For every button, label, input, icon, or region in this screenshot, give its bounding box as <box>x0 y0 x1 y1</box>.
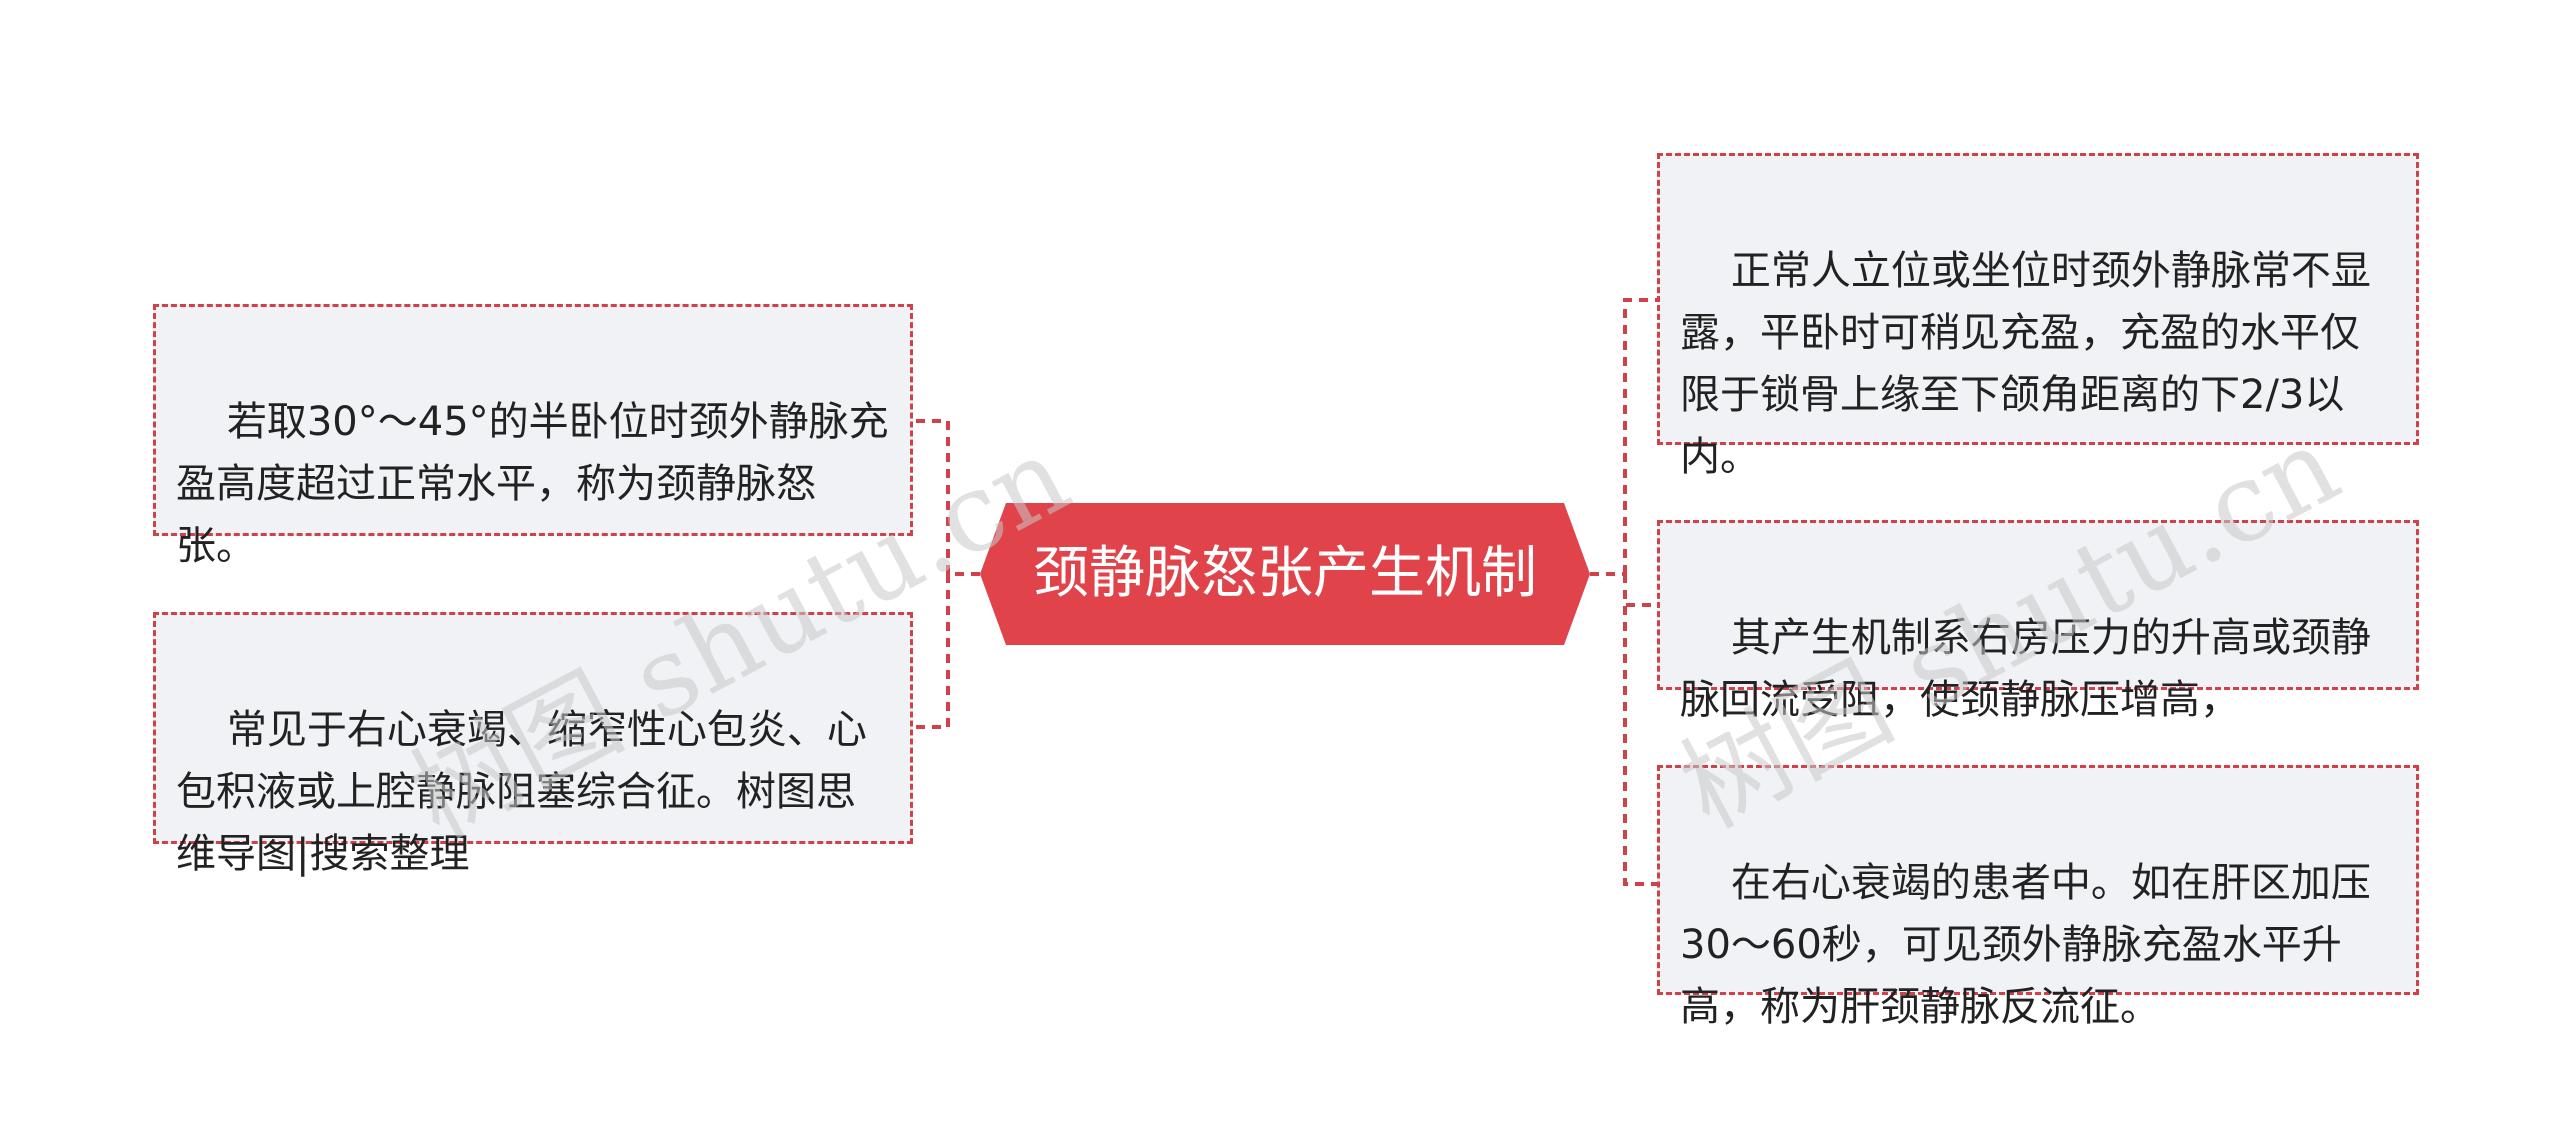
right-node-3[interactable]: 在右心衰竭的患者中。如在肝区加压30～60秒，可见颈外静脉充盈水平升高，称为肝颈… <box>1657 765 2419 1030</box>
root-node[interactable]: 颈静脉怒张产生机制 <box>980 503 1590 645</box>
left-node-2-text: 常见于右心衰竭、缩窄性心包炎、心包积液或上腔静脉阻塞综合征。树图思维导图|搜索整… <box>176 707 867 877</box>
right-node-2-text: 其产生机制系右房压力的升高或颈静脉回流受阻，使颈静脉压增高， <box>1680 615 2371 723</box>
left-node-1[interactable]: 若取30°～45°的半卧位时颈外静脉充盈高度超过正常水平，称为颈静脉怒张。 <box>153 304 913 569</box>
right-node-1[interactable]: 正常人立位或坐位时颈外静脉常不显露，平卧时可稍见充盈，充盈的水平仅限于锁骨上缘至… <box>1657 153 2419 480</box>
right-node-3-text: 在右心衰竭的患者中。如在肝区加压30～60秒，可见颈外静脉充盈水平升高，称为肝颈… <box>1680 860 2371 1030</box>
connector-right-3 <box>1623 574 1657 886</box>
connector-right-1 <box>1623 298 1657 574</box>
connector-left-2 <box>913 574 950 729</box>
root-node-shape <box>980 503 1590 645</box>
right-node-2[interactable]: 其产生机制系右房压力的升高或颈静脉回流受阻，使颈静脉压增高， <box>1657 520 2419 723</box>
connector-left-1 <box>913 419 950 574</box>
left-node-2[interactable]: 常见于右心衰竭、缩窄性心包炎、心包积液或上腔静脉阻塞综合征。树图思维导图|搜索整… <box>153 612 913 877</box>
connector-right-2 <box>1623 574 1657 607</box>
left-node-1-text: 若取30°～45°的半卧位时颈外静脉充盈高度超过正常水平，称为颈静脉怒张。 <box>176 399 889 569</box>
right-node-1-text: 正常人立位或坐位时颈外静脉常不显露，平卧时可稍见充盈，充盈的水平仅限于锁骨上缘至… <box>1680 248 2371 480</box>
root-node-label: 颈静脉怒张产生机制 <box>1033 541 1537 606</box>
